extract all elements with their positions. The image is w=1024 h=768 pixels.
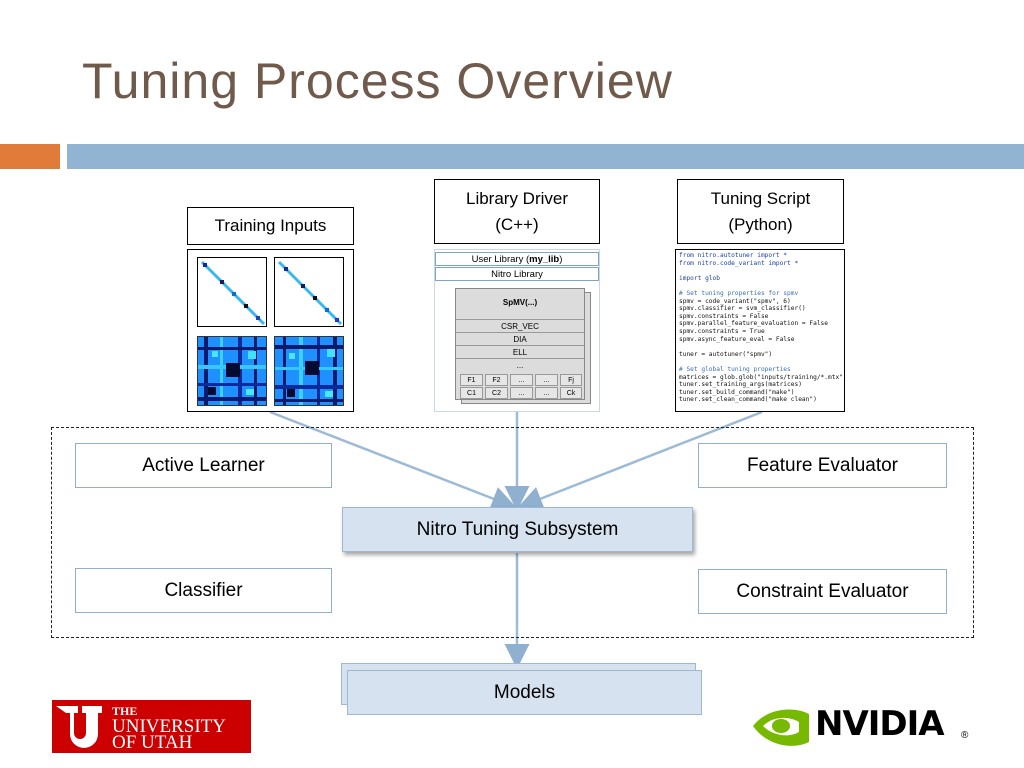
code-line: tuner.set_training_args(matrices) xyxy=(679,381,802,389)
constraint-cell: ... xyxy=(510,387,533,399)
slide-title: Tuning Process Overview xyxy=(82,53,673,109)
constraint-cell: ... xyxy=(535,387,558,399)
code-line xyxy=(679,404,841,411)
classifier-text: Classifier xyxy=(164,579,243,601)
library-driver-line1: Library Driver xyxy=(465,188,569,208)
variant-row-ell: ELL xyxy=(456,345,584,358)
svg-text:THE: THE xyxy=(112,704,137,718)
classifier-box: Classifier xyxy=(75,568,332,613)
code-line: # Set global tuning properties xyxy=(679,365,791,373)
tuning-script-code: from nitro.autotuner import *from nitro.… xyxy=(675,249,845,412)
tuning-script-line2: (Python) xyxy=(728,214,793,234)
feature-cell: F1 xyxy=(460,374,483,386)
code-line: # Set tuning properties for spmv xyxy=(679,289,799,297)
variant-stack: SpMV(...) CSR_VEC DIA ELL ... F1 F2 ... … xyxy=(455,288,585,400)
models-box: Models xyxy=(347,670,702,715)
training-inputs-label: Training Inputs xyxy=(187,207,354,245)
constraint-evaluator-box: Constraint Evaluator xyxy=(698,569,947,614)
nvidia-eye-icon xyxy=(753,709,809,746)
library-driver-line2: (C++) xyxy=(495,214,539,234)
user-library-name: my_lib xyxy=(529,253,560,265)
utah-u-icon: THE UNIVERSITY OF UTAH xyxy=(52,700,251,753)
tuning-script-line1: Tuning Script xyxy=(710,188,811,208)
code-line: matrices = glob.glob("inputs/training/*.… xyxy=(679,373,845,381)
code-line: tuner = autotuner("spmv") xyxy=(679,350,773,358)
nitro-library-text: Nitro Library xyxy=(491,268,543,280)
active-learner-box: Active Learner xyxy=(75,443,332,488)
nvidia-wordmark: NVIDIA xyxy=(815,704,945,744)
library-driver-label: Library Driver (C++) xyxy=(434,179,600,244)
variant-row-more: ... xyxy=(456,358,584,371)
feature-evaluator-text: Feature Evaluator xyxy=(746,454,899,476)
feature-evaluator-box: Feature Evaluator xyxy=(698,443,947,488)
code-line: from nitro.code_variant import * xyxy=(679,259,799,267)
code-line: # Tune xyxy=(679,411,841,412)
university-of-utah-logo: THE UNIVERSITY OF UTAH xyxy=(52,700,251,753)
matrix-diagonal-1 xyxy=(197,257,267,327)
code-line: spmv = code_variant("spmv", 6) xyxy=(679,297,791,305)
feature-cell: F2 xyxy=(485,374,508,386)
tuning-subsystem-region xyxy=(51,427,974,638)
feature-cell: ... xyxy=(510,374,533,386)
matrix-heatmap-2 xyxy=(274,336,344,406)
nitro-tuning-subsystem-box: Nitro Tuning Subsystem xyxy=(342,507,693,552)
feature-cell: Fj xyxy=(560,374,582,386)
constraint-cell: C1 xyxy=(460,387,483,399)
feature-cell: ... xyxy=(535,374,558,386)
nvidia-registered-mark: ® xyxy=(961,730,969,741)
nvidia-logo: NVIDIA ® xyxy=(749,702,979,752)
code-line: spmv.parallel_feature_evaluation = False xyxy=(679,320,829,328)
training-inputs-panel xyxy=(187,249,354,412)
nitro-library-row: Nitro Library xyxy=(435,267,599,281)
code-line: from nitro.autotuner import * xyxy=(679,252,788,259)
matrix-diagonal-2 xyxy=(274,257,344,327)
code-line: spmv.classifier = svm_classifier() xyxy=(679,305,806,313)
spmv-row: SpMV(...) xyxy=(502,297,538,307)
code-line: tuner.set_build_command("make") xyxy=(679,388,795,396)
variant-row-csr: CSR_VEC xyxy=(456,319,584,332)
constraint-cell: Ck xyxy=(560,387,582,399)
nitro-tuning-subsystem-text: Nitro Tuning Subsystem xyxy=(416,518,619,540)
code-line: spmv.constraints = True xyxy=(679,327,765,335)
code-line xyxy=(679,267,841,275)
library-driver-panel: User Library (my_lib) Nitro Library SpMV… xyxy=(434,249,600,412)
code-line xyxy=(679,358,841,366)
accent-bar-blue xyxy=(67,144,1024,169)
code-line: import glob xyxy=(679,274,720,282)
accent-bar-orange xyxy=(0,144,60,169)
code-line: spmv.async_feature_eval = False xyxy=(679,335,795,343)
constraint-evaluator-text: Constraint Evaluator xyxy=(736,580,909,602)
tuning-script-label: Tuning Script (Python) xyxy=(677,179,844,244)
svg-text:UNIVERSITY: UNIVERSITY xyxy=(112,716,226,737)
user-library-row: User Library (my_lib) xyxy=(435,252,599,266)
training-inputs-text: Training Inputs xyxy=(214,216,327,235)
active-learner-text: Active Learner xyxy=(142,454,265,476)
models-text: Models xyxy=(493,681,556,703)
user-library-prefix: User Library ( xyxy=(471,253,530,265)
user-library-suffix: ) xyxy=(559,253,563,265)
variant-row-dia: DIA xyxy=(456,332,584,345)
code-line: tuner.set_clean_command("make clean") xyxy=(679,396,817,404)
constraint-cell: C2 xyxy=(485,387,508,399)
code-line: spmv.constraints = False xyxy=(679,312,769,320)
svg-text:OF UTAH: OF UTAH xyxy=(112,732,193,753)
matrix-heatmap-1 xyxy=(197,336,267,406)
code-line xyxy=(679,282,841,290)
code-line xyxy=(679,343,841,351)
